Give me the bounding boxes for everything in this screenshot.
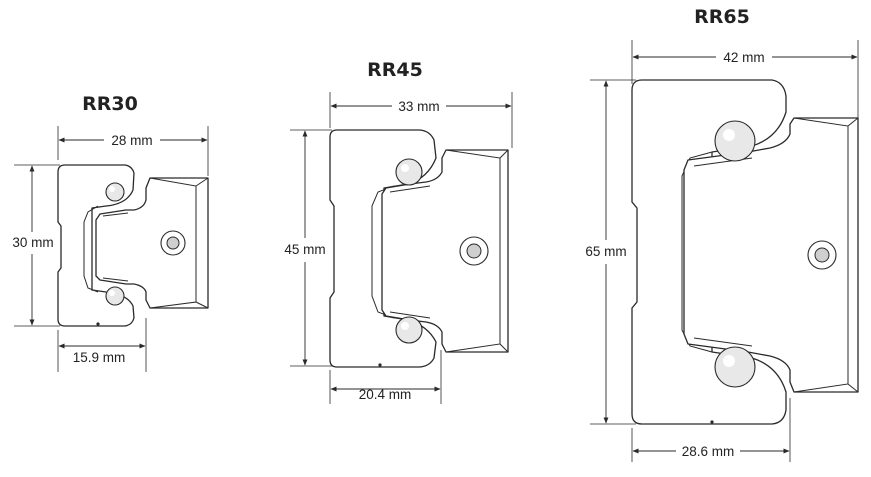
- rr45-height-label-bg: [279, 241, 331, 258]
- rr30-height-label: 30 mm: [12, 235, 53, 250]
- rr65-carriage: [683, 117, 859, 393]
- rr65-rail-mark: [710, 420, 714, 424]
- rr45-height-label: 45 mm: [284, 242, 325, 257]
- rr30-bottom-label: 15.9 mm: [73, 350, 126, 365]
- rr65-width-label: 42 mm: [723, 50, 764, 65]
- rr30-height-label-bg: [8, 234, 58, 251]
- rr45-width-label: 33 mm: [398, 99, 439, 114]
- rr30-rail-inner: [83, 205, 99, 293]
- rr65-height-label: 65 mm: [585, 244, 626, 259]
- rr65-carriage-chamfer: [793, 117, 859, 393]
- rr45-bolt-inner: [466, 243, 482, 259]
- rr45-carriage: [381, 149, 509, 353]
- rr45-rail-mark: [378, 363, 382, 367]
- profile-rr65: RR65 42 mm 65 mm 28.6 mm: [580, 6, 859, 462]
- rr65-rail-inner: [681, 151, 713, 353]
- profile-rr30-title: RR30: [82, 93, 138, 115]
- profile-rr45: RR45 33 mm 45 mm 20.4 mm: [279, 59, 513, 404]
- rr45-carriage-inner: [389, 185, 431, 319]
- profile-rr65-title: RR65: [694, 6, 750, 28]
- rr30-bolt-inner: [166, 236, 180, 250]
- rr65-height-label-bg: [580, 243, 632, 260]
- rr30-width-label-bg: [104, 132, 160, 148]
- rr65-bolt-inner: [814, 247, 830, 263]
- rr45-rail-inner: [371, 185, 395, 319]
- rr30-width-label: 28 mm: [111, 133, 152, 148]
- rr30-ball-top-highlight: [109, 186, 115, 192]
- rr45-ball-top: [395, 158, 423, 186]
- rr30-ball-bottom-highlight: [109, 290, 115, 296]
- rr30-carriage-inner: [102, 212, 129, 282]
- rr45-ball-top-highlight: [401, 164, 409, 172]
- rr30-carriage-chamfer: [149, 177, 209, 309]
- profile-rr30: RR30 28 mm 30 mm 15.9 mm: [8, 93, 209, 372]
- rr45-ball-bottom: [395, 316, 423, 344]
- rr30-carriage: [95, 177, 209, 309]
- profile-rr45-title: RR45: [367, 59, 423, 81]
- rr65-ball-bottom-highlight: [723, 355, 735, 367]
- rr45-ball-bottom-highlight: [401, 322, 409, 330]
- rr65-ball-bottom: [714, 346, 756, 388]
- rr45-carriage-chamfer: [445, 149, 509, 353]
- rr65-bottom-label-bg: [676, 443, 740, 459]
- rr30-rail-mark: [96, 322, 100, 326]
- rr30-ball-bottom: [105, 286, 125, 306]
- rr30-rail-body: [57, 164, 135, 327]
- rr45-width-label-bg: [392, 98, 446, 114]
- rr30-ball-top: [105, 182, 125, 202]
- rr65-ball-top-highlight: [723, 129, 735, 141]
- rr45-bottom-label: 20.4 mm: [359, 387, 412, 402]
- rr65-width-label-bg: [716, 49, 772, 65]
- rr65-bottom-label: 28.6 mm: [682, 444, 735, 459]
- rr65-ball-top: [714, 120, 756, 162]
